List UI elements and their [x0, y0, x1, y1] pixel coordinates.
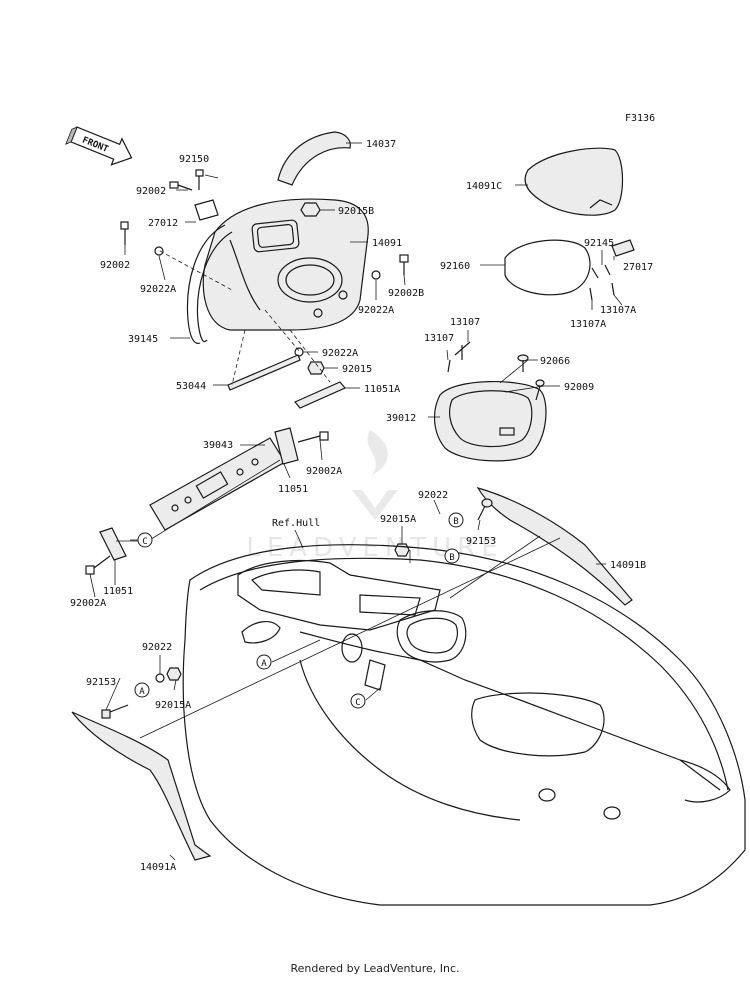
washer-92022-left — [155, 673, 165, 683]
hull-body — [182, 544, 746, 906]
rod-53044 — [227, 354, 301, 391]
svg-text:A: A — [261, 659, 267, 669]
leader-lines — [89, 142, 623, 861]
label-13107-top: 13107 — [450, 317, 480, 328]
ref-marker-a-left: A — [134, 682, 150, 698]
instrument-cowl-14091 — [202, 198, 369, 331]
bracket-27012 — [194, 199, 219, 221]
label-92015b: 92015B — [338, 206, 374, 217]
bolt-92002b — [399, 254, 409, 275]
nut-92015 — [307, 361, 325, 375]
label-27012: 27012 — [148, 218, 178, 229]
label-11051-left: 11051 — [103, 586, 133, 597]
label-39012: 39012 — [386, 413, 416, 424]
ref-marker-a-hull: A — [256, 654, 272, 670]
label-53044: 53044 — [176, 381, 206, 392]
washer-92022a-right — [371, 270, 381, 280]
label-14091c: 14091C — [466, 181, 502, 192]
svg-text:C: C — [355, 698, 360, 708]
label-92022-right: 92022 — [418, 490, 448, 501]
label-11051-top: 11051 — [278, 484, 308, 495]
shim-11051-top — [274, 427, 299, 465]
bolt-92153-left — [101, 704, 129, 719]
label-13107a-right: 13107A — [600, 305, 636, 316]
label-92153-right: 92153 — [466, 536, 496, 547]
label-92002b: 92002B — [388, 288, 424, 299]
label-14037: 14037 — [366, 139, 396, 150]
svg-text:B: B — [453, 517, 458, 527]
label-14091a: 14091A — [140, 862, 176, 873]
label-92150: 92150 — [179, 154, 209, 165]
label-92066: 92066 — [540, 356, 570, 367]
label-92022a-right: 92022A — [358, 305, 394, 316]
ref-marker-c-bracket: C — [137, 532, 153, 548]
label-92015: 92015 — [342, 364, 372, 375]
washer-92022a-mid — [294, 347, 304, 357]
label-27017: 27017 — [623, 262, 653, 273]
nut-92015b — [300, 202, 321, 217]
svg-text:B: B — [449, 553, 454, 563]
ref-marker-c-hull: C — [350, 693, 366, 709]
stay-13107 — [447, 341, 471, 373]
clip-92145 — [591, 264, 611, 279]
label-92002a-top: 92002A — [306, 466, 342, 477]
label-39043: 39043 — [203, 440, 233, 451]
stopper-27017 — [611, 239, 635, 257]
label-13107a-left: 13107A — [570, 319, 606, 330]
pad-92160 — [504, 239, 591, 296]
front-arrow: FRONT — [65, 126, 133, 166]
seat-cover-14091c — [524, 147, 624, 216]
bracket-13107a — [589, 282, 615, 301]
bolt-92002a-top — [297, 431, 329, 443]
bolt-92153-right — [477, 498, 493, 521]
shim-11051-left — [99, 527, 127, 561]
bolt-92002-left — [120, 221, 129, 245]
cowl-strap-39145 — [186, 224, 233, 344]
ref-marker-b-hull: B — [444, 548, 460, 564]
ref-marker-b-right: B — [448, 512, 464, 528]
bolt-92002-top — [169, 181, 193, 191]
label-92022a-mid: 92022A — [322, 348, 358, 359]
watermark-logo — [352, 430, 398, 520]
label-92153-left: 92153 — [86, 677, 116, 688]
label-ref-hull: Ref.Hull — [272, 518, 320, 529]
label-92015a-right: 92015A — [380, 514, 416, 525]
label-92022-left: 92022 — [142, 642, 172, 653]
bolt-92002a-left — [85, 555, 111, 575]
screw-92009 — [535, 379, 545, 401]
svg-text:C: C — [142, 537, 147, 547]
label-13107-left: 13107 — [424, 333, 454, 344]
label-11051a: 11051A — [364, 384, 400, 395]
bolt-92150 — [195, 169, 204, 190]
label-14091: 14091 — [372, 238, 402, 249]
label-92009: 92009 — [564, 382, 594, 393]
washer-92022a-left — [154, 246, 164, 256]
cover-14037 — [277, 131, 351, 186]
label-14091b: 14091B — [610, 560, 646, 571]
svg-text:A: A — [139, 687, 145, 697]
label-92145: 92145 — [584, 238, 614, 249]
label-92160: 92160 — [440, 261, 470, 272]
label-39145: 39145 — [128, 334, 158, 345]
label-92015a-left: 92015A — [155, 700, 191, 711]
screw-92066 — [517, 354, 529, 372]
nut-92015a-left — [166, 667, 182, 681]
panel-14091a — [71, 711, 212, 861]
label-92002-left: 92002 — [100, 260, 130, 271]
diagram-code: F3136 — [625, 113, 655, 124]
label-92002a-left: 92002A — [70, 598, 106, 609]
bracket-39043 — [149, 437, 286, 531]
plate-11051a — [294, 381, 346, 409]
storage-bin-39012 — [434, 380, 547, 462]
panel-14091b — [476, 487, 633, 606]
footer-credit: Rendered by LeadVenture, Inc. — [290, 962, 460, 975]
label-92002-top: 92002 — [136, 186, 166, 197]
label-92022a-left: 92022A — [140, 284, 176, 295]
